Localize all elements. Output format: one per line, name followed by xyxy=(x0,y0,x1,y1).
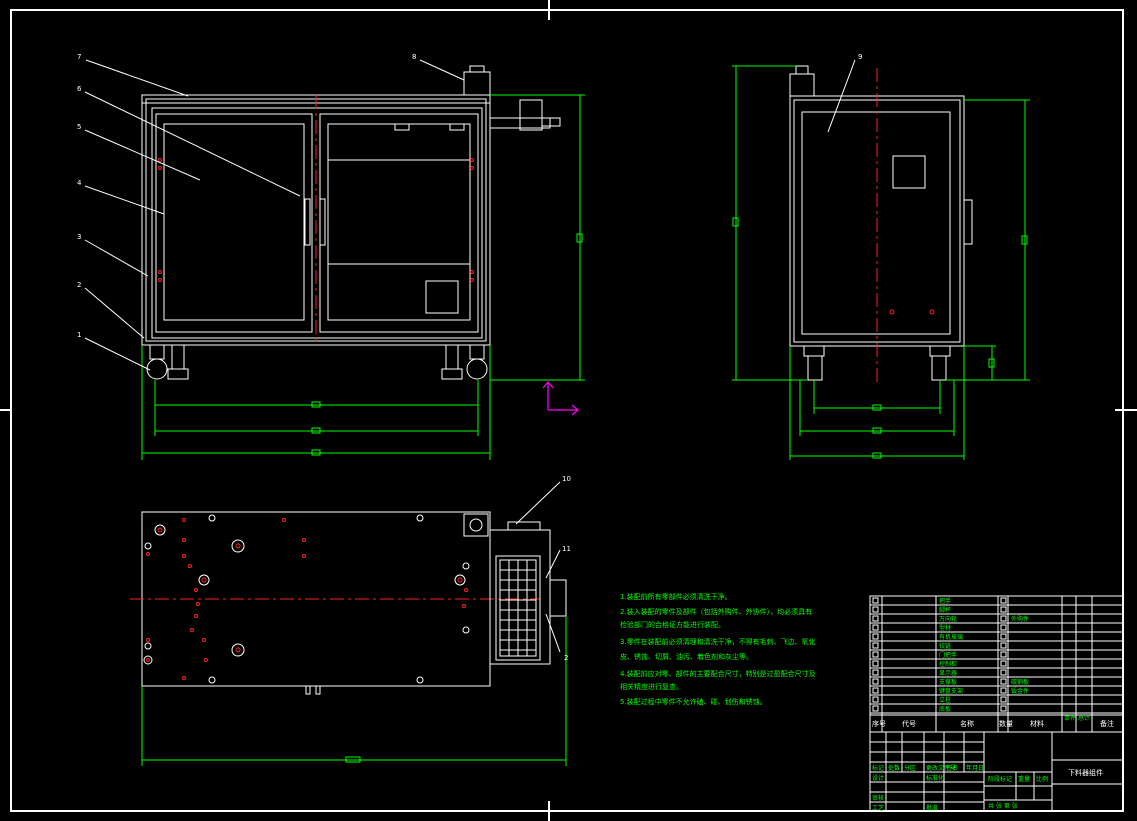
tb-qty-marker xyxy=(1000,615,1007,622)
front-view xyxy=(84,59,585,460)
tb-left-cell: 批准 xyxy=(926,804,938,812)
tb-left-cell: 更改文件号 xyxy=(926,764,956,772)
tb-qty-marker xyxy=(1000,624,1007,631)
tb-qty-marker xyxy=(1000,705,1007,712)
tb-row-marker xyxy=(872,624,879,631)
tb-row-marker xyxy=(872,678,879,685)
note-line: 皮、锈蚀、切屑、油污、着色剂和灰尘等。 xyxy=(620,652,753,661)
tb-row-marker xyxy=(872,606,879,613)
tb-left-cell: 处数 xyxy=(888,764,900,772)
top-view xyxy=(130,481,567,766)
tb-left-cell: 分区 xyxy=(904,764,916,772)
tb-part-name: 立柱 xyxy=(939,696,951,704)
tb-part-name: 键盘支架 xyxy=(939,687,963,695)
tb-qty-marker xyxy=(1000,651,1007,658)
tb-left-cell: 审核 xyxy=(872,794,884,802)
tb-left-cell: 工艺 xyxy=(872,804,884,812)
drawing-title: 下料器组件 xyxy=(1068,768,1103,777)
note-line: 2.装入装配的零件及部件（包括外购件、外协件），均必须具有 xyxy=(620,607,812,616)
tb-right-cell: 阶段标记 xyxy=(988,775,1012,783)
tb-qty-marker xyxy=(1000,678,1007,685)
tb-row-marker xyxy=(872,615,879,622)
tb-row-marker xyxy=(872,651,879,658)
tb-part-name: 支撑板 xyxy=(939,678,957,686)
tb-part-name: 型材 xyxy=(939,624,951,632)
side-view xyxy=(732,59,1030,460)
tb-part-name: 底板 xyxy=(939,705,951,713)
part-label: 11 xyxy=(562,545,571,553)
tb-row-marker xyxy=(872,669,879,676)
note-line: 3.零件在装配前必须清理和清洗干净，不得有毛刺、飞边、氧化 xyxy=(620,637,816,646)
tb-part-name: 万向轮 xyxy=(939,615,957,623)
part-label: 3 xyxy=(77,233,81,241)
tb-qty-marker xyxy=(1000,687,1007,694)
note-line: 4.装配前应对零、部件的主要配合尺寸，特别是过盈配合尺寸及 xyxy=(620,669,816,678)
tb-right-cell: 重量 xyxy=(1018,775,1030,783)
tb-header-cell: 代号 xyxy=(902,719,916,728)
tb-row-marker xyxy=(872,687,879,694)
tb-header-cell: 单件 xyxy=(1064,714,1076,722)
tb-row-marker xyxy=(872,660,879,667)
tb-qty-marker xyxy=(1000,660,1007,667)
tb-part-name: 门把手 xyxy=(939,651,957,659)
tb-header-cell: 序号 xyxy=(872,719,886,728)
part-label: 9 xyxy=(858,53,862,61)
tb-part-name: 有机玻璃 xyxy=(939,633,963,641)
tb-part-note: 外购件 xyxy=(1011,615,1029,623)
tb-qty-marker xyxy=(1000,633,1007,640)
tb-part-name: 铰链 xyxy=(939,642,951,650)
tb-header-cell: 材料 xyxy=(1030,719,1044,728)
tb-row-marker xyxy=(872,633,879,640)
part-label: 2 xyxy=(564,654,568,662)
part-label: 6 xyxy=(77,85,82,93)
tb-header-cell: 数量 xyxy=(999,719,1013,728)
note-line: 5.装配过程中零件不允许磕、碰、划伤和锈蚀。 xyxy=(620,697,767,706)
note-line: 1.装配前所有零部件必须清洗干净。 xyxy=(620,592,732,601)
tb-part-name: 显示器 xyxy=(939,670,957,677)
part-label: 2 xyxy=(77,281,81,289)
tb-left-cell: 设计 xyxy=(872,774,884,782)
tb-part-note: 碳钢板 xyxy=(1011,678,1029,686)
tb-qty-marker xyxy=(1000,597,1007,604)
note-line: 检验部门的合格证方能进行装配。 xyxy=(620,620,725,629)
tb-right-cell: 比例 xyxy=(1036,775,1048,783)
tb-qty-marker xyxy=(1000,606,1007,613)
part-label: 8 xyxy=(412,53,416,61)
tb-left-cell: 签名 xyxy=(946,764,958,772)
tb-row-marker xyxy=(872,642,879,649)
tb-header-cell: 备注 xyxy=(1100,719,1114,728)
tb-qty-marker xyxy=(1000,642,1007,649)
tb-left-cell: 标记 xyxy=(872,764,884,772)
part-label: 4 xyxy=(77,179,82,187)
tb-qty-marker xyxy=(1000,696,1007,703)
tb-row-marker xyxy=(872,597,879,604)
tb-right-cell: 共 张 第 张 xyxy=(988,802,1018,810)
tb-left-cell: 标准化 xyxy=(926,774,944,782)
note-line: 相关精度进行复查。 xyxy=(620,682,683,691)
part-label: 7 xyxy=(77,53,81,61)
tb-part-note: 钣金件 xyxy=(1011,687,1029,695)
tb-row-marker xyxy=(872,696,879,703)
tb-qty-marker xyxy=(1000,669,1007,676)
tb-header-cell: 总计 xyxy=(1078,714,1090,722)
part-label: 1 xyxy=(77,331,81,339)
tb-left-cell: 年月日 xyxy=(966,764,984,772)
tb-part-name: 脚杯 xyxy=(939,606,951,614)
tb-header-cell: 名称 xyxy=(960,719,974,728)
part-labels-front: 7 6 5 4 3 2 1 8 xyxy=(77,53,416,339)
tb-part-name: 控制柜 xyxy=(939,660,957,668)
tb-part-name: 把手 xyxy=(939,597,951,605)
part-label: 5 xyxy=(77,123,81,131)
technical-notes: 1.装配前所有零部件必须清洗干净。 2.装入装配的零件及部件（包括外购件、外协件… xyxy=(620,592,816,706)
part-label: 10 xyxy=(562,475,571,483)
tb-row-marker xyxy=(872,705,879,712)
